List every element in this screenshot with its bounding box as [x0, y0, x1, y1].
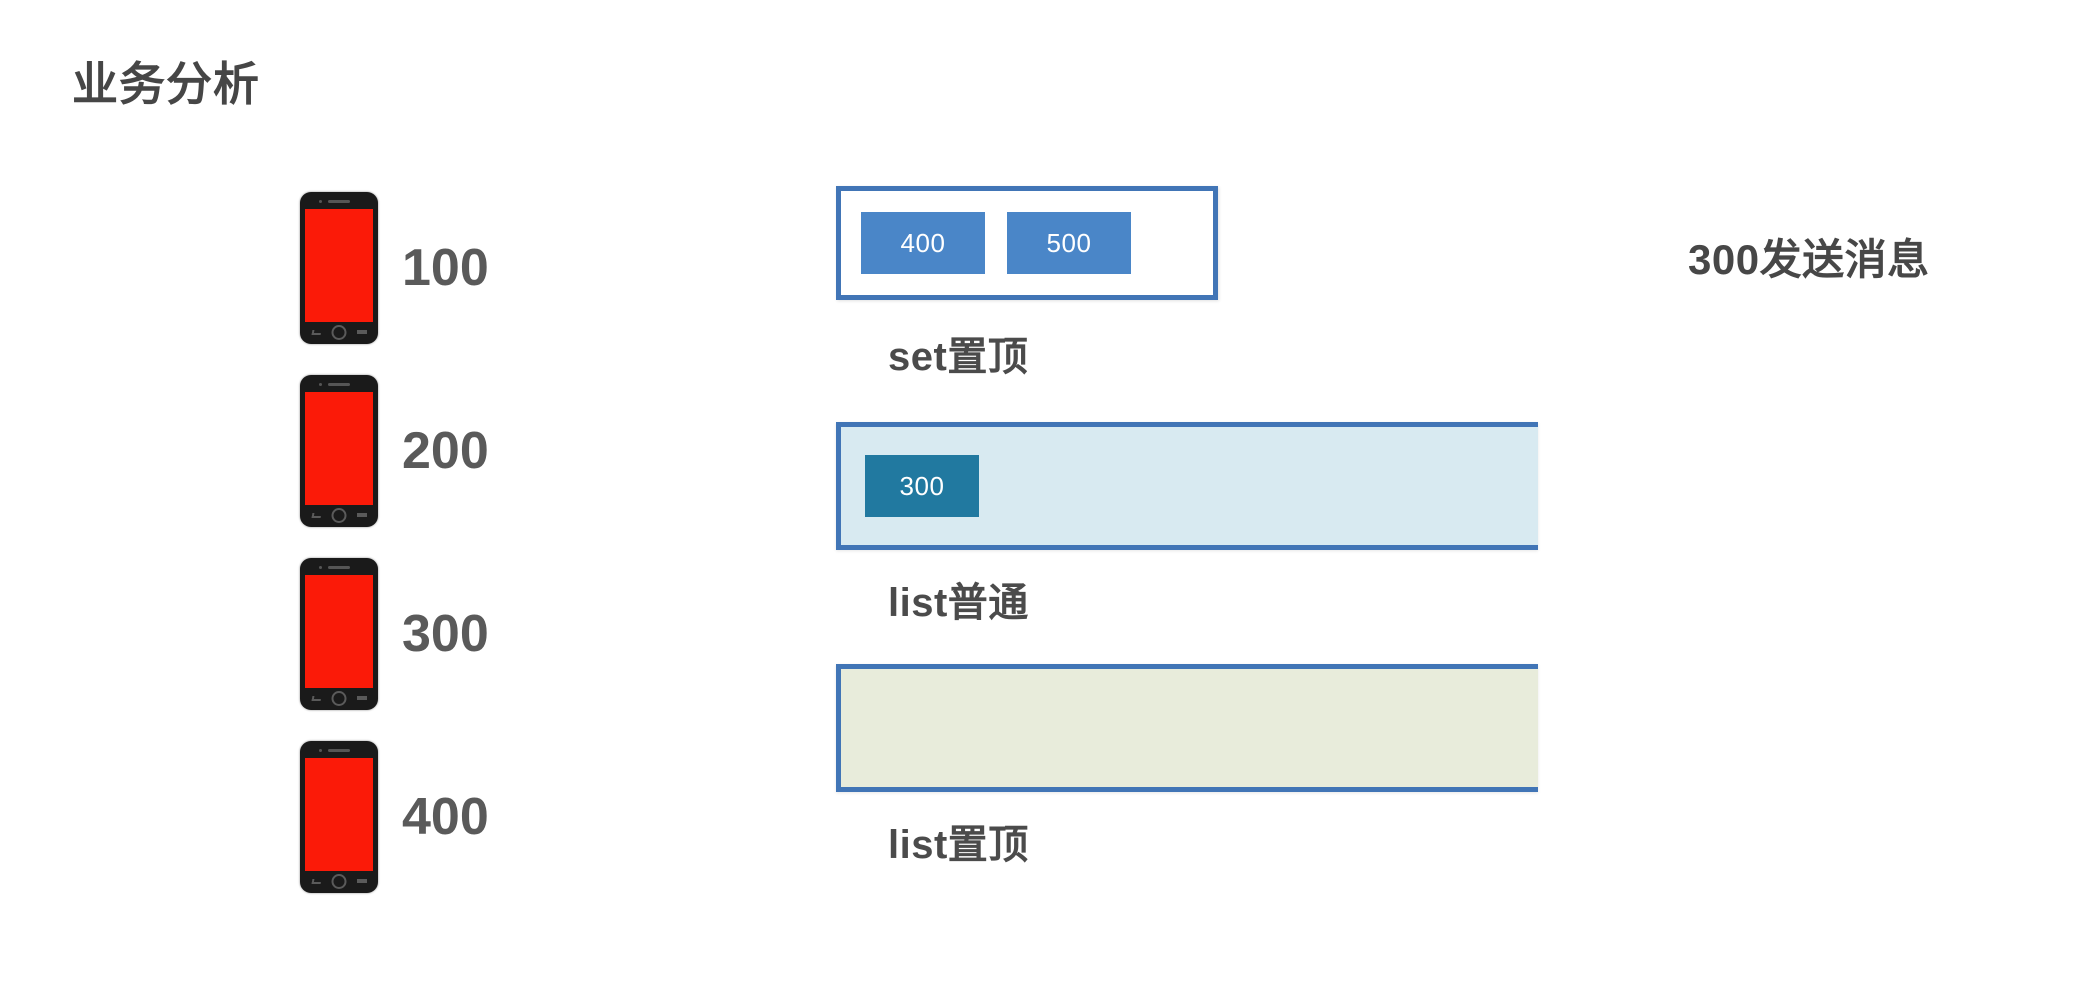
phone-back-icon — [311, 695, 322, 701]
phone-screen — [305, 208, 373, 322]
device-list: 100 200 300 — [300, 176, 489, 908]
list-normal-container: 300 — [836, 422, 1538, 550]
phone-screen — [305, 574, 373, 688]
structure-block-list-top: list置顶 — [836, 664, 1538, 870]
phone-menu-icon — [357, 329, 367, 334]
list-item: 200 — [300, 359, 489, 542]
structure-label-set-top: set置顶 — [888, 335, 1029, 379]
device-count-label: 100 — [402, 238, 489, 297]
set-container: 400 500 — [836, 186, 1218, 300]
phone-back-icon — [311, 878, 322, 884]
page-title: 业务分析 — [72, 58, 260, 110]
phone-speaker-icon — [328, 199, 350, 203]
structure-column: 400 500 set置顶 300 list普通 list置顶 — [836, 186, 1538, 870]
phone-speaker-icon — [328, 382, 350, 386]
phone-menu-icon — [357, 878, 367, 883]
structure-block-set-top: 400 500 set置顶 — [836, 186, 1538, 382]
structure-label-list-normal: list普通 — [888, 581, 1029, 625]
phone-camera-icon — [319, 565, 322, 569]
list-item: 400 — [300, 725, 489, 908]
structure-label-list-top: list置顶 — [888, 823, 1029, 867]
phone-home-icon — [331, 873, 347, 889]
phone-camera-icon — [319, 382, 322, 386]
phone-icon — [300, 740, 378, 893]
phone-camera-icon — [319, 748, 322, 752]
phone-screen — [305, 391, 373, 505]
phone-speaker-icon — [328, 748, 350, 752]
phone-screen — [305, 757, 373, 871]
phone-back-icon — [311, 512, 322, 518]
side-note-label: 300发送消息 — [1688, 236, 1930, 283]
phone-home-icon — [331, 690, 347, 706]
list-item: 100 — [300, 176, 489, 359]
phone-camera-icon — [319, 199, 322, 203]
set-chip: 500 — [1007, 212, 1131, 274]
spacer — [836, 628, 1538, 664]
phone-icon — [300, 557, 378, 710]
list-top-container — [836, 664, 1538, 792]
phone-menu-icon — [357, 695, 367, 700]
phone-home-icon — [331, 324, 347, 340]
phone-speaker-icon — [328, 565, 350, 569]
phone-back-icon — [311, 329, 322, 335]
phone-home-icon — [331, 507, 347, 523]
set-chip: 400 — [861, 212, 985, 274]
phone-icon — [300, 191, 378, 344]
device-count-label: 200 — [402, 421, 489, 480]
list-normal-chip: 300 — [865, 455, 979, 517]
device-count-label: 400 — [402, 787, 489, 846]
list-item: 300 — [300, 542, 489, 725]
device-count-label: 300 — [402, 604, 489, 663]
structure-block-list-normal: 300 list普通 — [836, 422, 1538, 628]
phone-icon — [300, 374, 378, 527]
spacer — [836, 382, 1538, 422]
phone-menu-icon — [357, 512, 367, 517]
